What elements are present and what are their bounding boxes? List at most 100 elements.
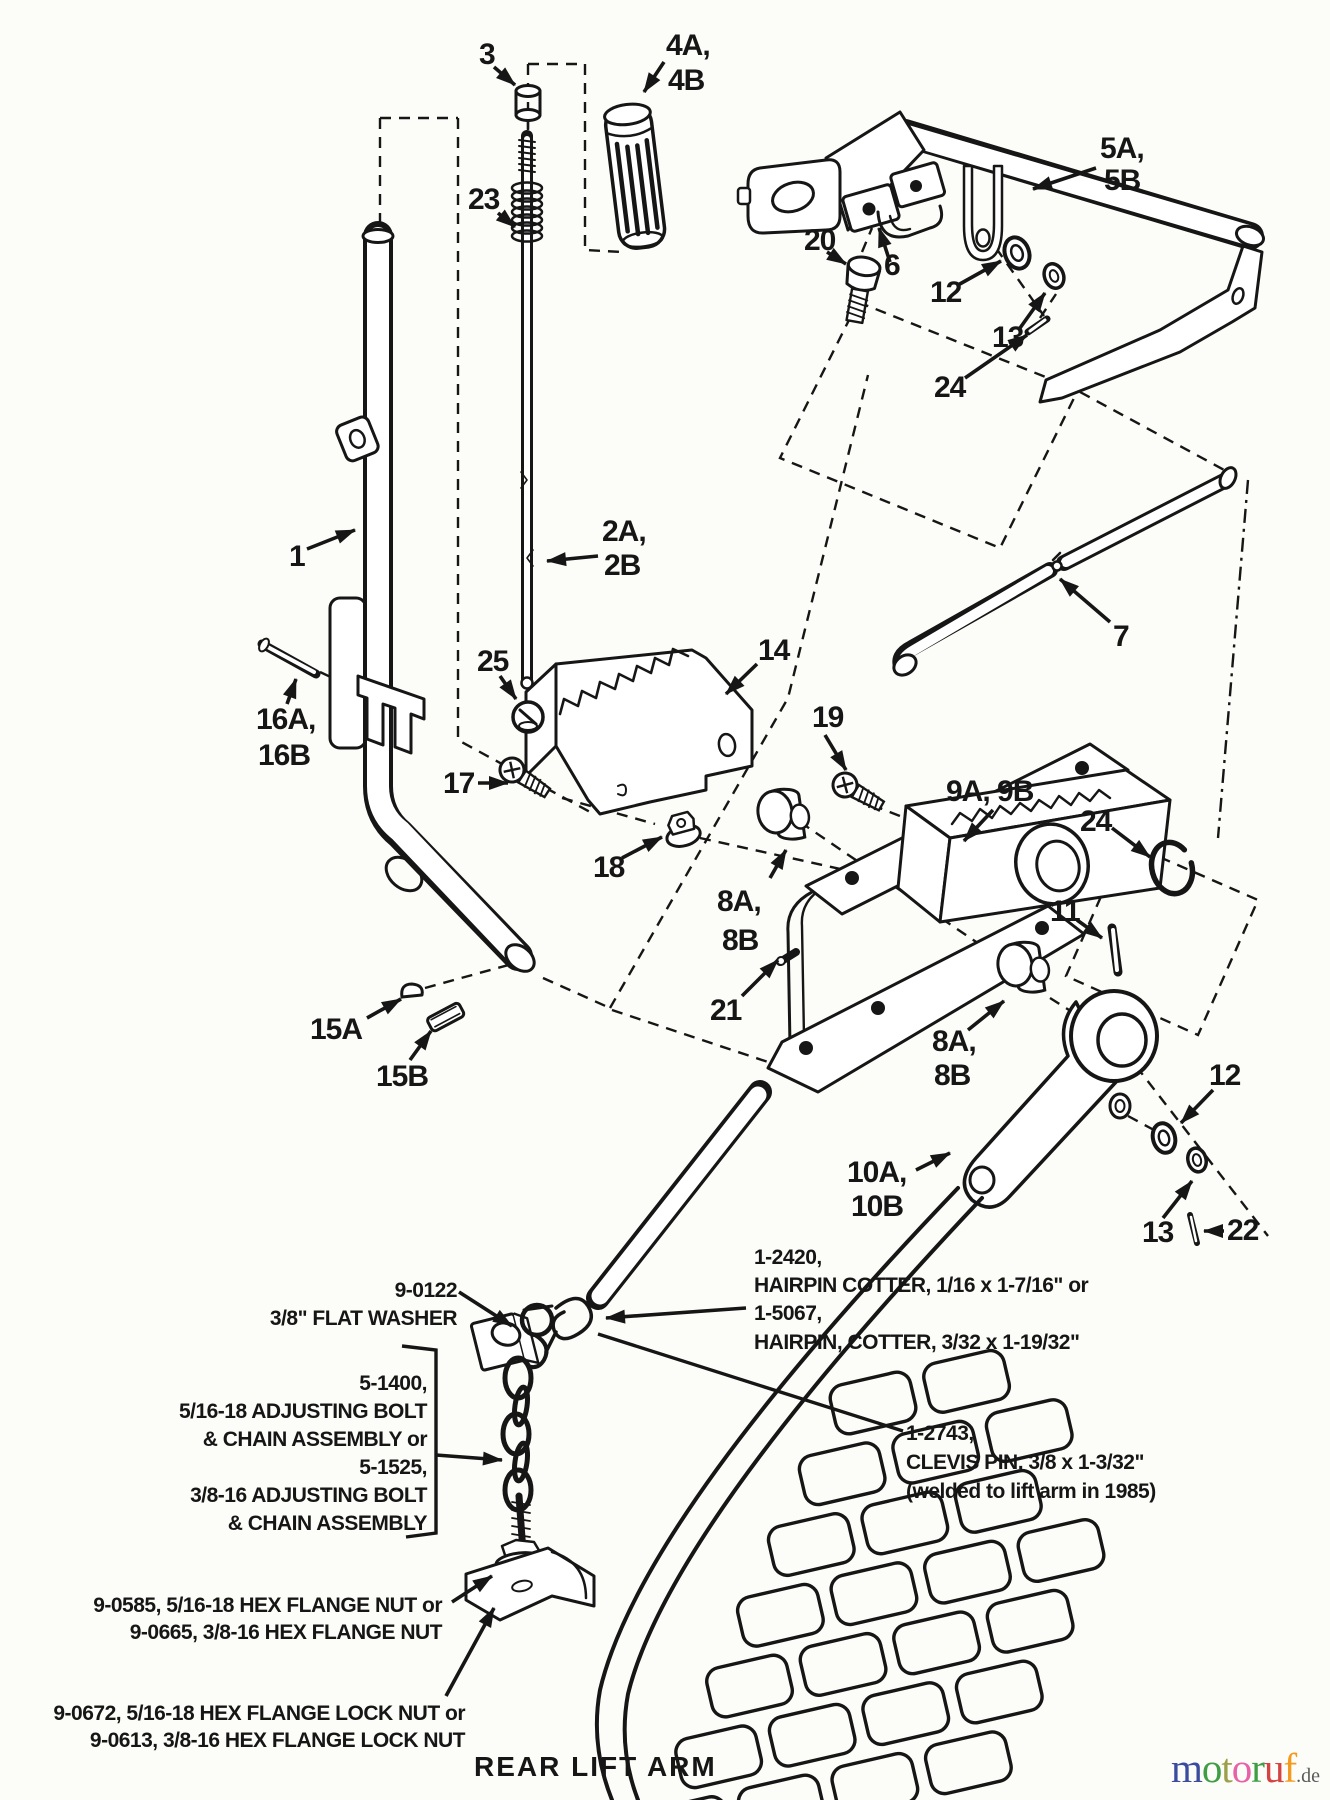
callout-6: 6 [884,249,900,282]
part-13-washer-right [1186,1146,1208,1174]
callout-10a: 10A, [847,1156,906,1189]
callout-8a-left: 8A, [717,885,761,918]
callout-7: 7 [1113,620,1129,653]
part-21-set-screw [776,948,800,966]
note-chain-line1: 5-1400, [359,1372,427,1395]
callout-8a-right: 8A, [932,1025,976,1058]
part-1-lift-handle-tube [328,221,536,973]
note-hex-nut-line2: 9-0665, 3/8-16 HEX FLANGE NUT [130,1621,443,1644]
callout-14: 14 [758,634,791,667]
callout-16b: 16B [258,739,310,772]
hairpin-cotter [544,1296,594,1354]
callout-8b-right: 8B [934,1059,971,1092]
part-7-rear-rod [892,466,1238,677]
part-2-lift-rod [510,130,544,690]
note-chain-line6: & CHAIN ASSEMBLY [228,1512,428,1535]
note-chain-line3: & CHAIN ASSEMBLY or [203,1428,428,1451]
part-24-snap-ring [1148,839,1196,897]
callout-24-right: 24 [1080,805,1113,838]
note-hairpin-line2: HAIRPIN COTTER, 1/16 x 1-7/16" or [754,1274,1089,1297]
callout-12-right: 12 [1209,1059,1241,1092]
note-hairpin-line1: 1-2420, [754,1246,822,1269]
part-20-screw [845,255,882,325]
part-12-washer-top [1002,235,1032,271]
callout-21: 21 [710,994,742,1027]
part-22-cotter-pin [1187,1212,1200,1246]
watermark-suffix: .de [1296,1765,1320,1787]
callout-18: 18 [593,851,625,884]
note-chain-line4: 5-1525, [359,1456,427,1479]
part-10-lift-arm [962,989,1159,1209]
part-13-washer-top [1042,262,1066,290]
part-15b-key [426,1001,466,1033]
part-19-screw [827,767,889,818]
part-3-spacer [514,84,542,122]
callout-17: 17 [443,767,475,800]
leader-arrows [282,61,1224,1697]
callout-15a: 15A [310,1013,362,1046]
tire-section [594,1186,1106,1800]
part-15a-key [400,982,424,999]
callout-13-top: 13 [992,321,1024,354]
shaft-end-plate [1038,244,1264,404]
note-clevis-line3: (welded to lift arm in 1985) [906,1480,1156,1503]
note-flat-washer-line2: 3/8" FLAT WASHER [270,1307,457,1330]
fork-clip [356,674,426,755]
callout-4b: 4B [668,64,705,97]
note-blocks: 9-0122 3/8" FLAT WASHER 1-2420, HAIRPIN … [53,1246,1156,1752]
part-4-handle-grip [603,102,667,250]
diagram-title: REAR LIFT ARM [474,1751,717,1782]
callout-20: 20 [804,224,836,257]
note-lock-nut-line2: 9-0613, 3/8-16 HEX FLANGE LOCK NUT [90,1729,466,1752]
callout-24-top: 24 [934,371,967,404]
part-14-serrated-bracket [524,647,754,816]
part-5-lift-shaft-assembly [736,110,1266,404]
note-clevis-line1: 1-2743, [906,1422,974,1445]
callout-22: 22 [1227,1214,1259,1247]
callout-15b: 15B [376,1060,428,1093]
note-hex-nut-line1: 9-0585, 5/16-18 HEX FLANGE NUT or [93,1594,442,1617]
part-18-flange-nut [665,810,702,848]
callout-9: 9A, 9B [946,775,1034,808]
note-lock-nut-line1: 9-0672, 5/16-18 HEX FLANGE LOCK NUT or [53,1702,465,1725]
part-6-clamp-bracket [841,161,946,239]
chain-assembly-detail [464,1080,772,1622]
callout-16a: 16A, [256,703,315,736]
part-16-roll-pin [257,637,321,679]
note-hairpin-line4: HAIRPIN, COTTER, 3/32 x 1-19/32" [754,1331,1079,1354]
callout-11: 11 [1050,895,1080,928]
chain-links [500,1355,534,1513]
note-flat-washer-line1: 9-0122 [395,1279,457,1302]
part-12-washer-right [1150,1121,1178,1155]
callout-1: 1 [289,540,305,573]
part-8-bushing-left [753,784,814,846]
callout-4a: 4A, [666,29,710,62]
callout-23: 23 [468,183,500,216]
callout-5a: 5A, [1100,132,1144,165]
part-11-pin [1107,923,1123,977]
note-chain-line5: 3/8-16 ADJUSTING BOLT [190,1484,428,1507]
note-chain-line2: 5/16-18 ADJUSTING BOLT [179,1400,428,1423]
callout-3: 3 [479,38,495,71]
callout-labels: 3 4A, 4B 23 5A, 5B 20 6 12 13 24 1 2A, 2… [256,29,1260,1249]
callout-12-top: 12 [930,276,962,309]
callout-2a: 2A, [602,515,646,548]
callout-8b-left: 8B [722,924,759,957]
callout-5b: 5B [1104,164,1141,197]
callout-19: 19 [812,701,844,734]
callout-25: 25 [477,645,509,678]
tire-tread-blocks [643,1348,1106,1800]
part-24-pin-top [1024,315,1051,336]
note-hairpin-line3: 1-5067, [754,1302,822,1325]
watermark-logo: motoruf.de [1171,1744,1320,1792]
part-23-spring [510,181,544,243]
tube-tab [335,415,380,463]
serrated-edge [558,647,690,716]
callout-13-right: 13 [1142,1216,1174,1249]
watermark-word: motoruf [1170,1745,1297,1791]
callout-2b: 2B [604,549,641,582]
mount-plate [328,596,368,750]
note-clevis-line2: CLEVIS PIN, 3/8 x 1-3/32" [906,1451,1144,1474]
